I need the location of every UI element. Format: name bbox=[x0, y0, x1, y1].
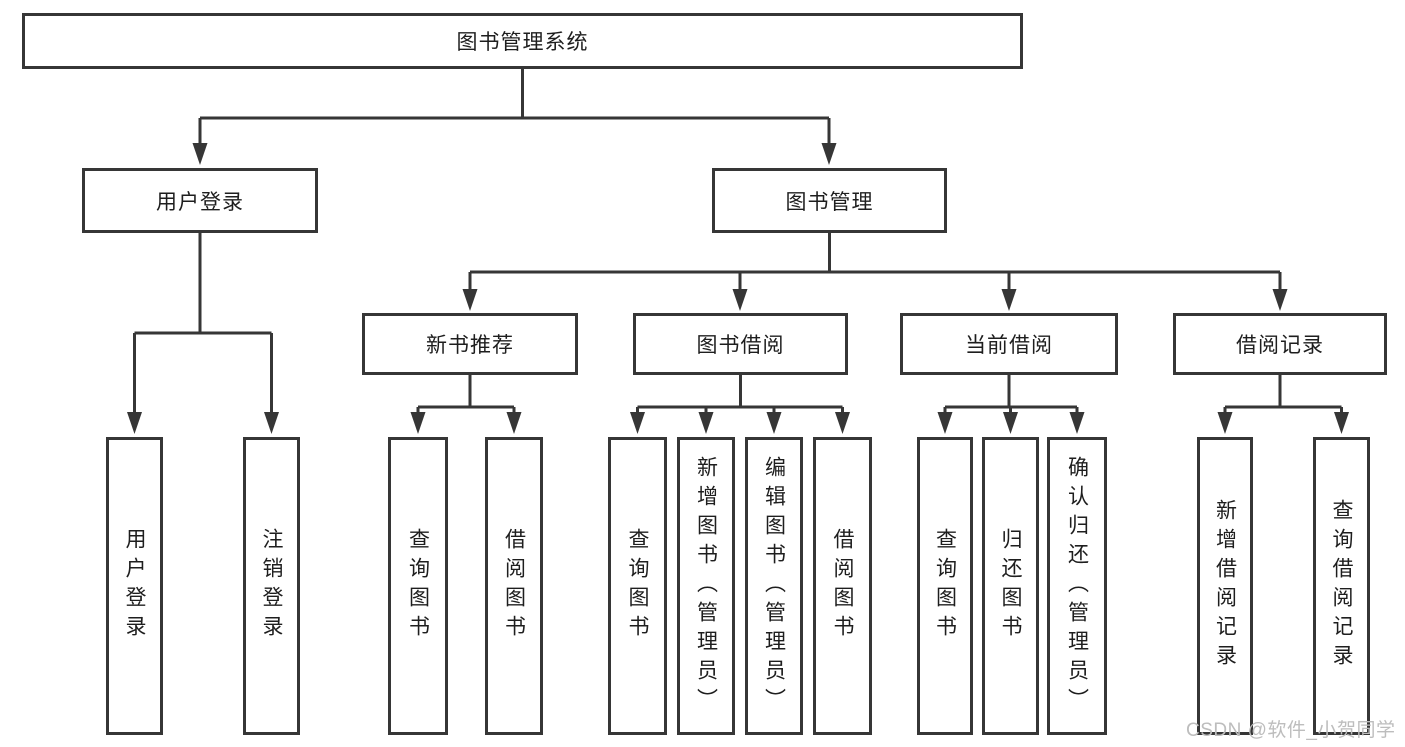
watermark: CSDN @软件_小贺同学 bbox=[1186, 720, 1396, 741]
node-label: 确认归还（管理员） bbox=[1065, 455, 1089, 717]
node-borrowing-records: 借阅记录 bbox=[1173, 313, 1387, 375]
leaf-recommend-query-books: 查询图书 bbox=[388, 437, 448, 735]
node-label: 查询图书 bbox=[933, 528, 957, 644]
node-book-management: 图书管理 bbox=[712, 168, 947, 233]
node-label: 当前借阅 bbox=[965, 334, 1053, 357]
node-label: 用户登录 bbox=[123, 528, 147, 644]
node-label: 用户登录 bbox=[156, 190, 244, 214]
node-label: 借阅图书 bbox=[502, 528, 526, 644]
node-label: 借阅记录 bbox=[1236, 334, 1324, 357]
node-current-borrowing: 当前借阅 bbox=[900, 313, 1118, 375]
arrowhead-icons bbox=[127, 143, 1349, 434]
node-label: 新增借阅记录 bbox=[1213, 499, 1237, 673]
node-label: 新书推荐 bbox=[426, 334, 514, 357]
node-label: 查询图书 bbox=[406, 528, 430, 644]
leaf-return-book: 归还图书 bbox=[982, 437, 1039, 735]
node-label: 注销登录 bbox=[260, 528, 284, 644]
node-user-login: 用户登录 bbox=[82, 168, 318, 233]
node-label: 图书管理 bbox=[785, 190, 874, 214]
node-label: 归还图书 bbox=[999, 528, 1023, 644]
leaf-logout: 注销登录 bbox=[243, 437, 300, 735]
node-label: 查询借阅记录 bbox=[1330, 499, 1354, 673]
node-book-borrowing: 图书借阅 bbox=[633, 313, 848, 375]
node-label: 编辑图书（管理员） bbox=[762, 455, 786, 717]
leaf-recommend-borrow-books: 借阅图书 bbox=[485, 437, 543, 735]
leaf-borrowing-borrow-books: 借阅图书 bbox=[813, 437, 872, 735]
node-label: 图书管理系统 bbox=[456, 31, 589, 54]
leaf-current-query-books: 查询图书 bbox=[917, 437, 973, 735]
node-label: 图书借阅 bbox=[696, 334, 785, 357]
node-new-book-recommend: 新书推荐 bbox=[362, 313, 578, 375]
leaf-user-login: 用户登录 bbox=[106, 437, 163, 735]
leaf-confirm-return-admin: 确认归还（管理员） bbox=[1047, 437, 1107, 735]
leaf-edit-book-admin: 编辑图书（管理员） bbox=[745, 437, 803, 735]
leaf-query-borrow-record: 查询借阅记录 bbox=[1313, 437, 1370, 735]
node-library-system: 图书管理系统 bbox=[22, 13, 1023, 69]
leaf-add-book-admin: 新增图书（管理员） bbox=[677, 437, 735, 735]
node-label: 借阅图书 bbox=[831, 528, 855, 644]
node-label: 查询图书 bbox=[626, 528, 650, 644]
node-label: 新增图书（管理员） bbox=[694, 455, 718, 717]
leaf-borrowing-query-books: 查询图书 bbox=[608, 437, 667, 735]
leaf-add-borrow-record: 新增借阅记录 bbox=[1197, 437, 1253, 735]
